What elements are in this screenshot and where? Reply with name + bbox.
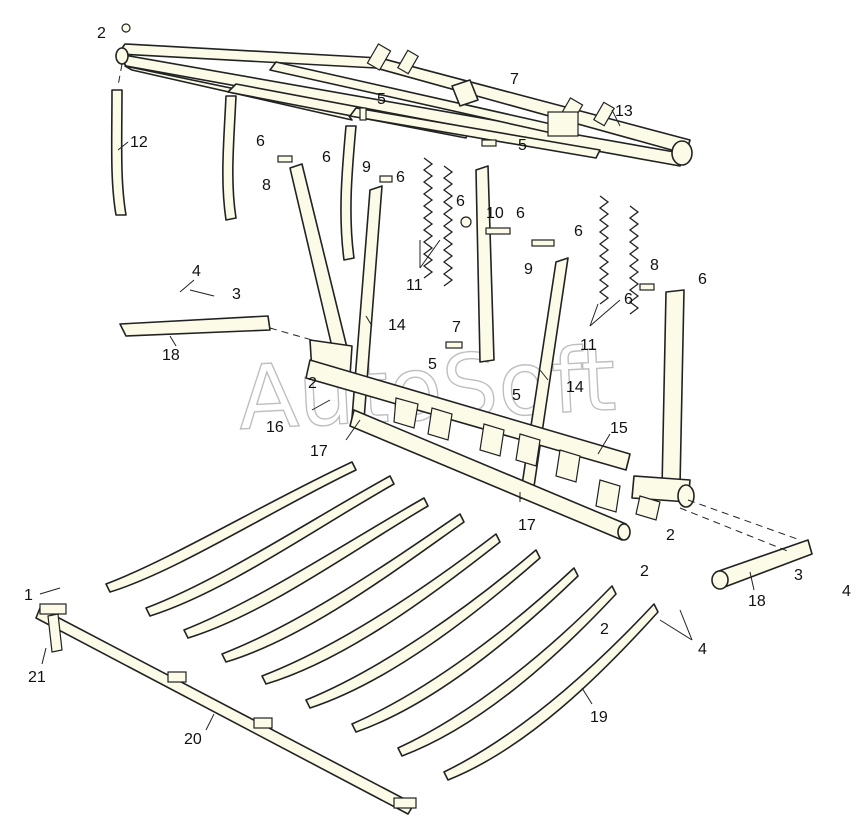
watermark: AutoSoft (235, 327, 618, 450)
callout-13: 13 (615, 103, 633, 120)
callout-14: 14 (388, 317, 406, 334)
callout-2: 2 (308, 375, 317, 392)
callout-3: 3 (794, 567, 803, 584)
callout-17: 17 (518, 517, 536, 534)
callout-18: 18 (748, 593, 766, 610)
callouts: 2 12 5 7 13 5 6 8 6 9 6 6 10 6 6 9 11 8 … (24, 25, 851, 748)
callout-2: 2 (666, 527, 675, 544)
callout-2: 2 (97, 25, 106, 42)
leader-lines (39, 109, 755, 731)
callout-5: 5 (377, 91, 386, 108)
callout-4: 4 (192, 263, 201, 280)
upper-frame (115, 43, 693, 167)
callout-21: 21 (28, 669, 46, 686)
callout-3: 3 (232, 286, 241, 303)
callout-20: 20 (184, 731, 202, 748)
bent-tubes (110, 89, 357, 261)
callout-18: 18 (162, 347, 180, 364)
callout-6: 6 (256, 133, 265, 150)
callout-14: 14 (566, 379, 584, 396)
lower-bar (35, 603, 417, 815)
callout-4: 4 (698, 641, 707, 658)
curved-tines (105, 461, 659, 781)
callout-5: 5 (518, 137, 527, 154)
callout-6: 6 (456, 193, 465, 210)
callout-1: 1 (24, 587, 33, 604)
callout-6: 6 (574, 223, 583, 240)
callout-11: 11 (406, 277, 423, 294)
callout-4: 4 (842, 583, 851, 600)
callout-11: 11 (580, 337, 597, 354)
callout-6: 6 (516, 205, 525, 222)
fasteners (121, 23, 655, 349)
callout-10: 10 (486, 205, 504, 222)
callout-8: 8 (262, 177, 271, 194)
callout-5: 5 (428, 356, 437, 373)
callout-6: 6 (322, 149, 331, 166)
callout-7: 7 (452, 319, 461, 336)
tine-brackets (393, 397, 661, 521)
callout-9: 9 (362, 159, 371, 176)
callout-6: 6 (624, 291, 633, 308)
assembly-lines (117, 63, 801, 553)
callout-6: 6 (396, 169, 405, 186)
callout-2: 2 (640, 563, 649, 580)
tension-springs (422, 157, 640, 315)
side-arms (119, 315, 813, 590)
cross-bar (305, 359, 661, 541)
callout-9: 9 (524, 261, 533, 278)
callout-6: 6 (698, 271, 707, 288)
callout-12: 12 (130, 134, 148, 151)
callout-2: 2 (600, 621, 609, 638)
callout-5: 5 (512, 387, 521, 404)
callout-7: 7 (510, 71, 519, 88)
callout-17: 17 (310, 443, 328, 460)
callout-15: 15 (610, 420, 628, 437)
callout-8: 8 (650, 257, 659, 274)
callout-19: 19 (590, 709, 608, 726)
callout-16: 16 (266, 419, 284, 436)
